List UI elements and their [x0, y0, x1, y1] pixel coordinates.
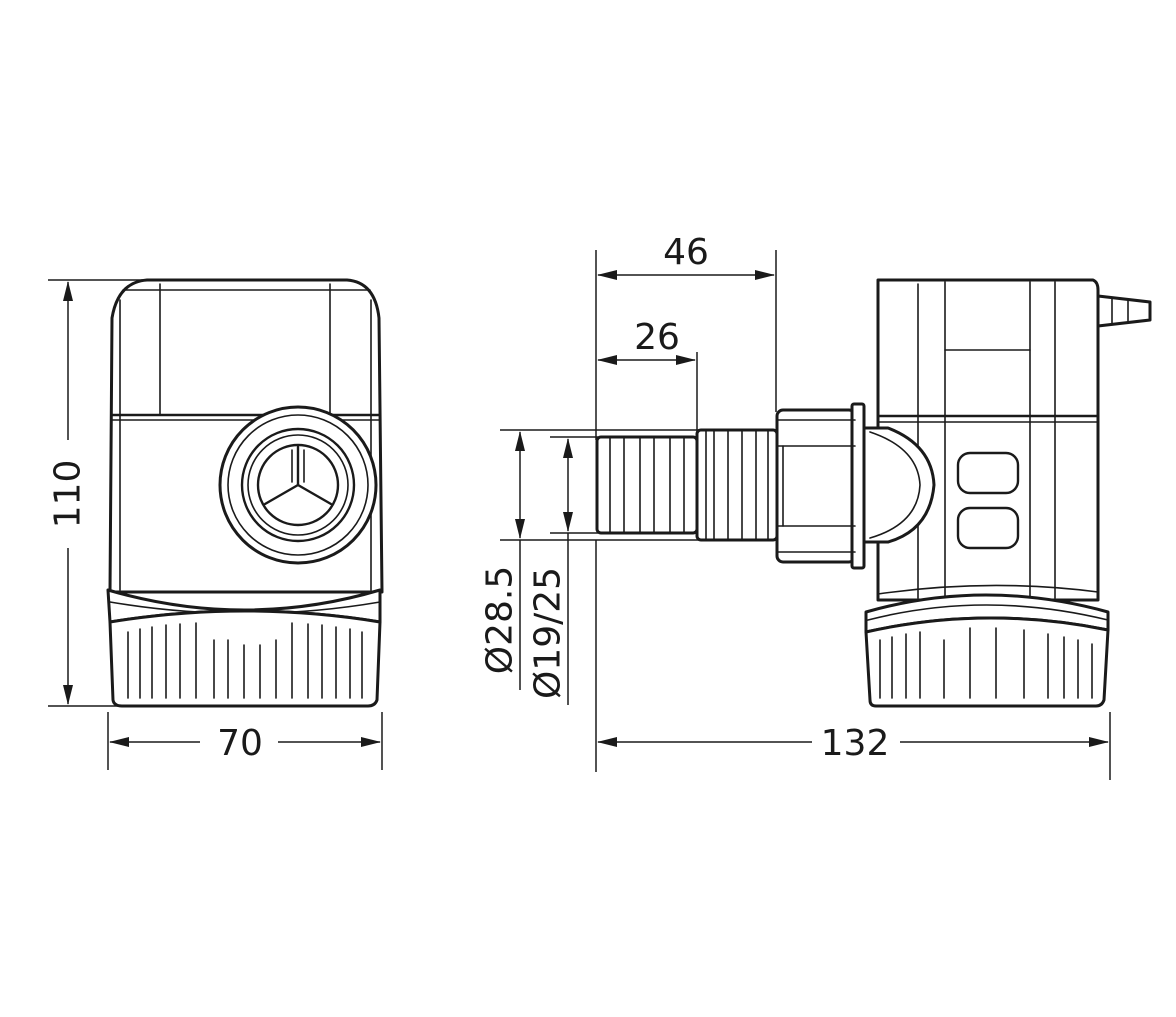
dimension-hose-length: 26	[597, 317, 698, 432]
switch-button-upper	[956, 451, 1020, 495]
dim-label-front-width: 70	[217, 723, 263, 764]
side-elbow	[860, 426, 936, 544]
switch-button-lower	[956, 506, 1020, 550]
dim-label-hose-diameters: Ø19/25	[528, 567, 569, 699]
side-hose-barb	[1096, 294, 1152, 328]
side-body-outline	[876, 278, 1100, 602]
dimension-outlet-reach: 46	[595, 232, 777, 440]
dim-label-total-length: 132	[821, 723, 890, 764]
front-strainer-slots	[127, 622, 363, 699]
dimension-diameters: Ø28.5 Ø19/25	[480, 429, 706, 705]
dim-label-outer-diameter: Ø28.5	[480, 566, 521, 675]
side-coupling-nut	[775, 408, 857, 564]
dimension-height: 110	[48, 279, 165, 707]
side-hose-adapter	[595, 428, 779, 542]
side-strainer-slots	[879, 627, 1093, 699]
side-strainer	[864, 616, 1110, 708]
dimension-total-length: 132	[595, 540, 1111, 780]
front-outlet	[218, 405, 378, 565]
dim-label-outlet-reach: 46	[663, 232, 709, 273]
side-view	[595, 278, 1152, 708]
dim-label-hose-length: 26	[634, 317, 680, 358]
dim-label-height: 110	[48, 460, 89, 529]
front-strainer	[108, 609, 382, 708]
dimension-front-width: 70	[107, 712, 383, 770]
front-view	[106, 278, 384, 708]
